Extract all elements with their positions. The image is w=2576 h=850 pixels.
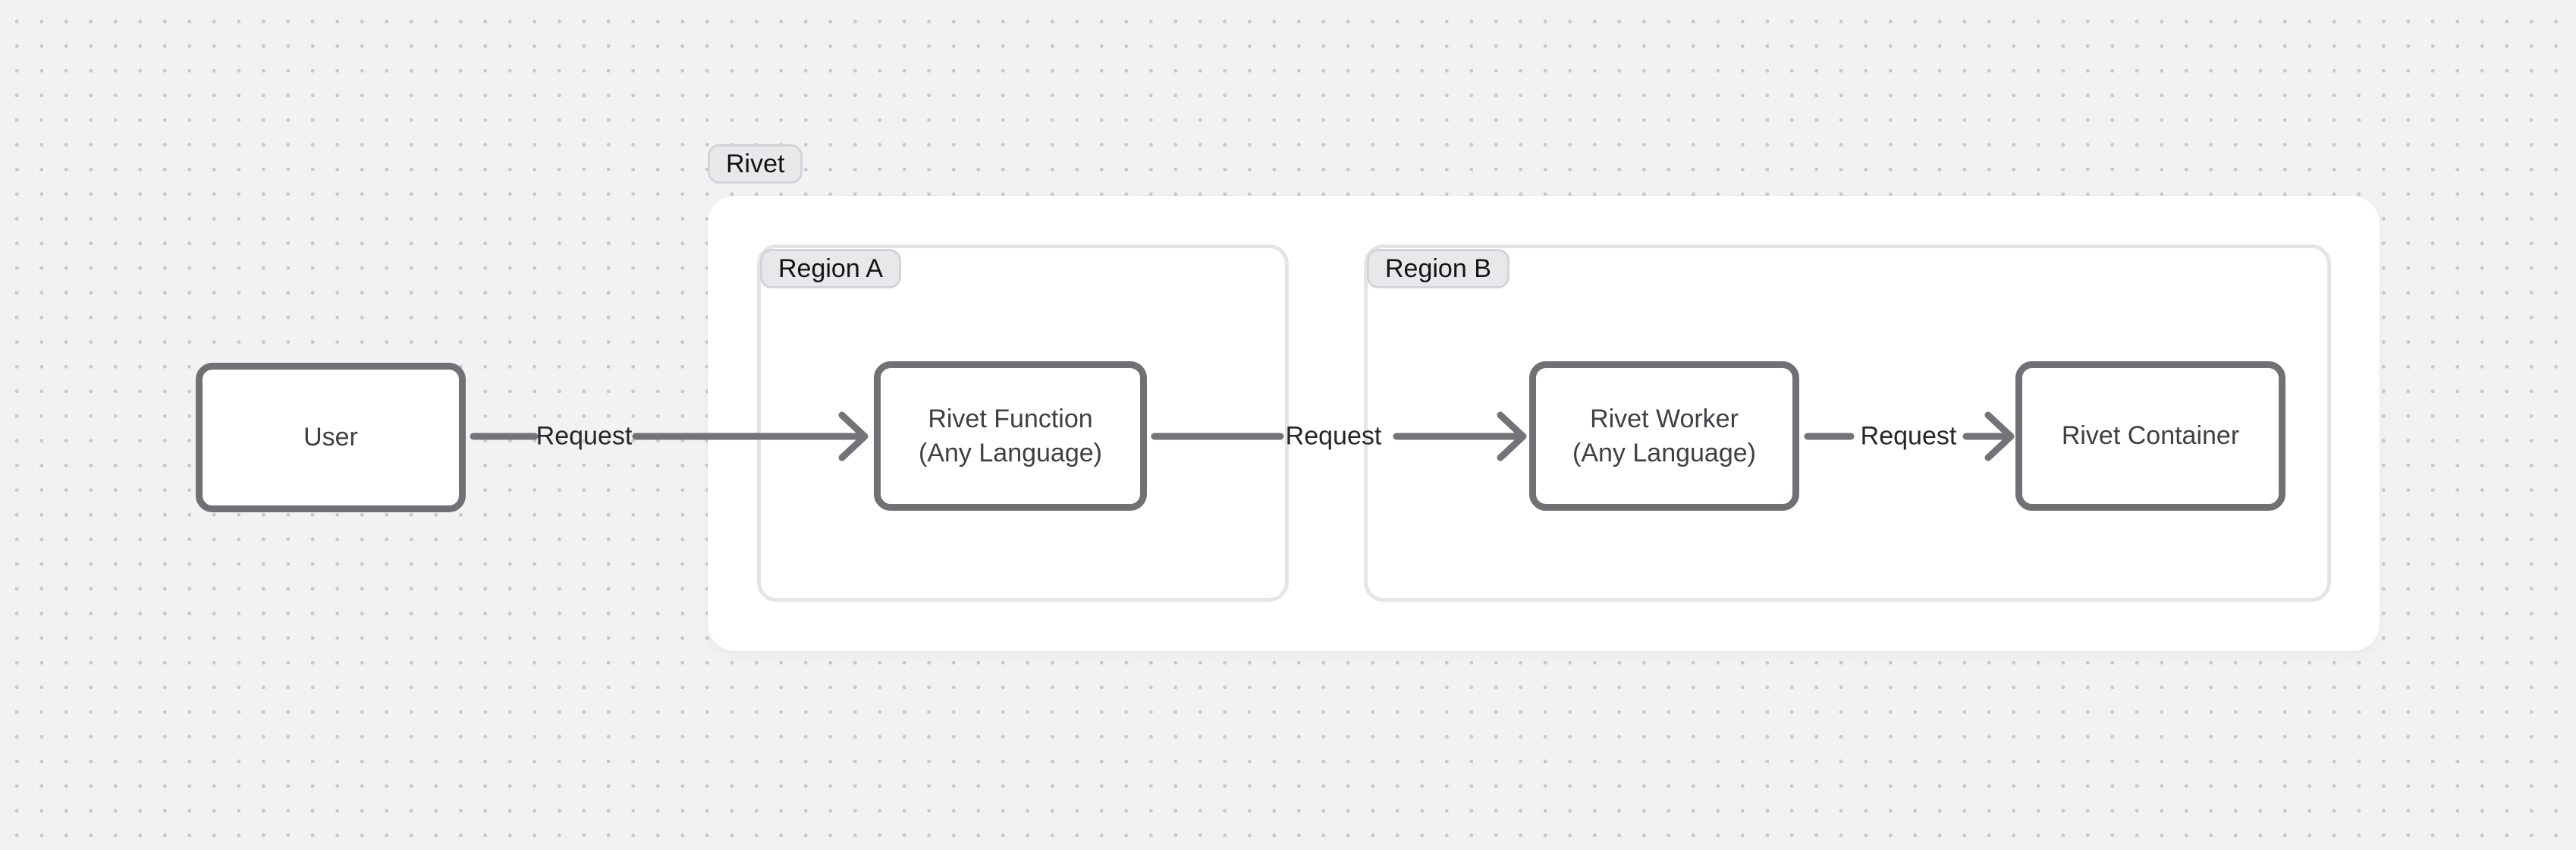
edge-label-request-2: Request bbox=[1285, 421, 1382, 451]
node-rivet-container-label: Rivet Container bbox=[2061, 421, 2240, 450]
node-rivet-function-title: Rivet Function bbox=[928, 404, 1093, 433]
region-b-badge-label: Region B bbox=[1385, 253, 1491, 283]
edge-label-request-3: Request bbox=[1860, 421, 1957, 451]
region-b-badge: Region B bbox=[1367, 249, 1509, 288]
node-user: User bbox=[196, 363, 466, 512]
edge-label-request-1: Request bbox=[536, 421, 633, 451]
node-user-label: User bbox=[303, 423, 358, 452]
node-rivet-worker: Rivet Worker (Any Language) bbox=[1529, 361, 1799, 511]
node-rivet-worker-title: Rivet Worker bbox=[1590, 404, 1739, 433]
node-rivet-function-subtitle: (Any Language) bbox=[919, 438, 1102, 468]
group-badge-rivet: Rivet bbox=[708, 144, 803, 184]
node-rivet-container: Rivet Container bbox=[2015, 361, 2285, 511]
node-rivet-function: Rivet Function (Any Language) bbox=[874, 361, 1147, 511]
group-badge-label: Rivet bbox=[726, 149, 785, 178]
region-a-badge: Region A bbox=[760, 249, 901, 288]
node-rivet-worker-subtitle: (Any Language) bbox=[1572, 438, 1756, 468]
region-a-badge-label: Region A bbox=[778, 253, 883, 283]
